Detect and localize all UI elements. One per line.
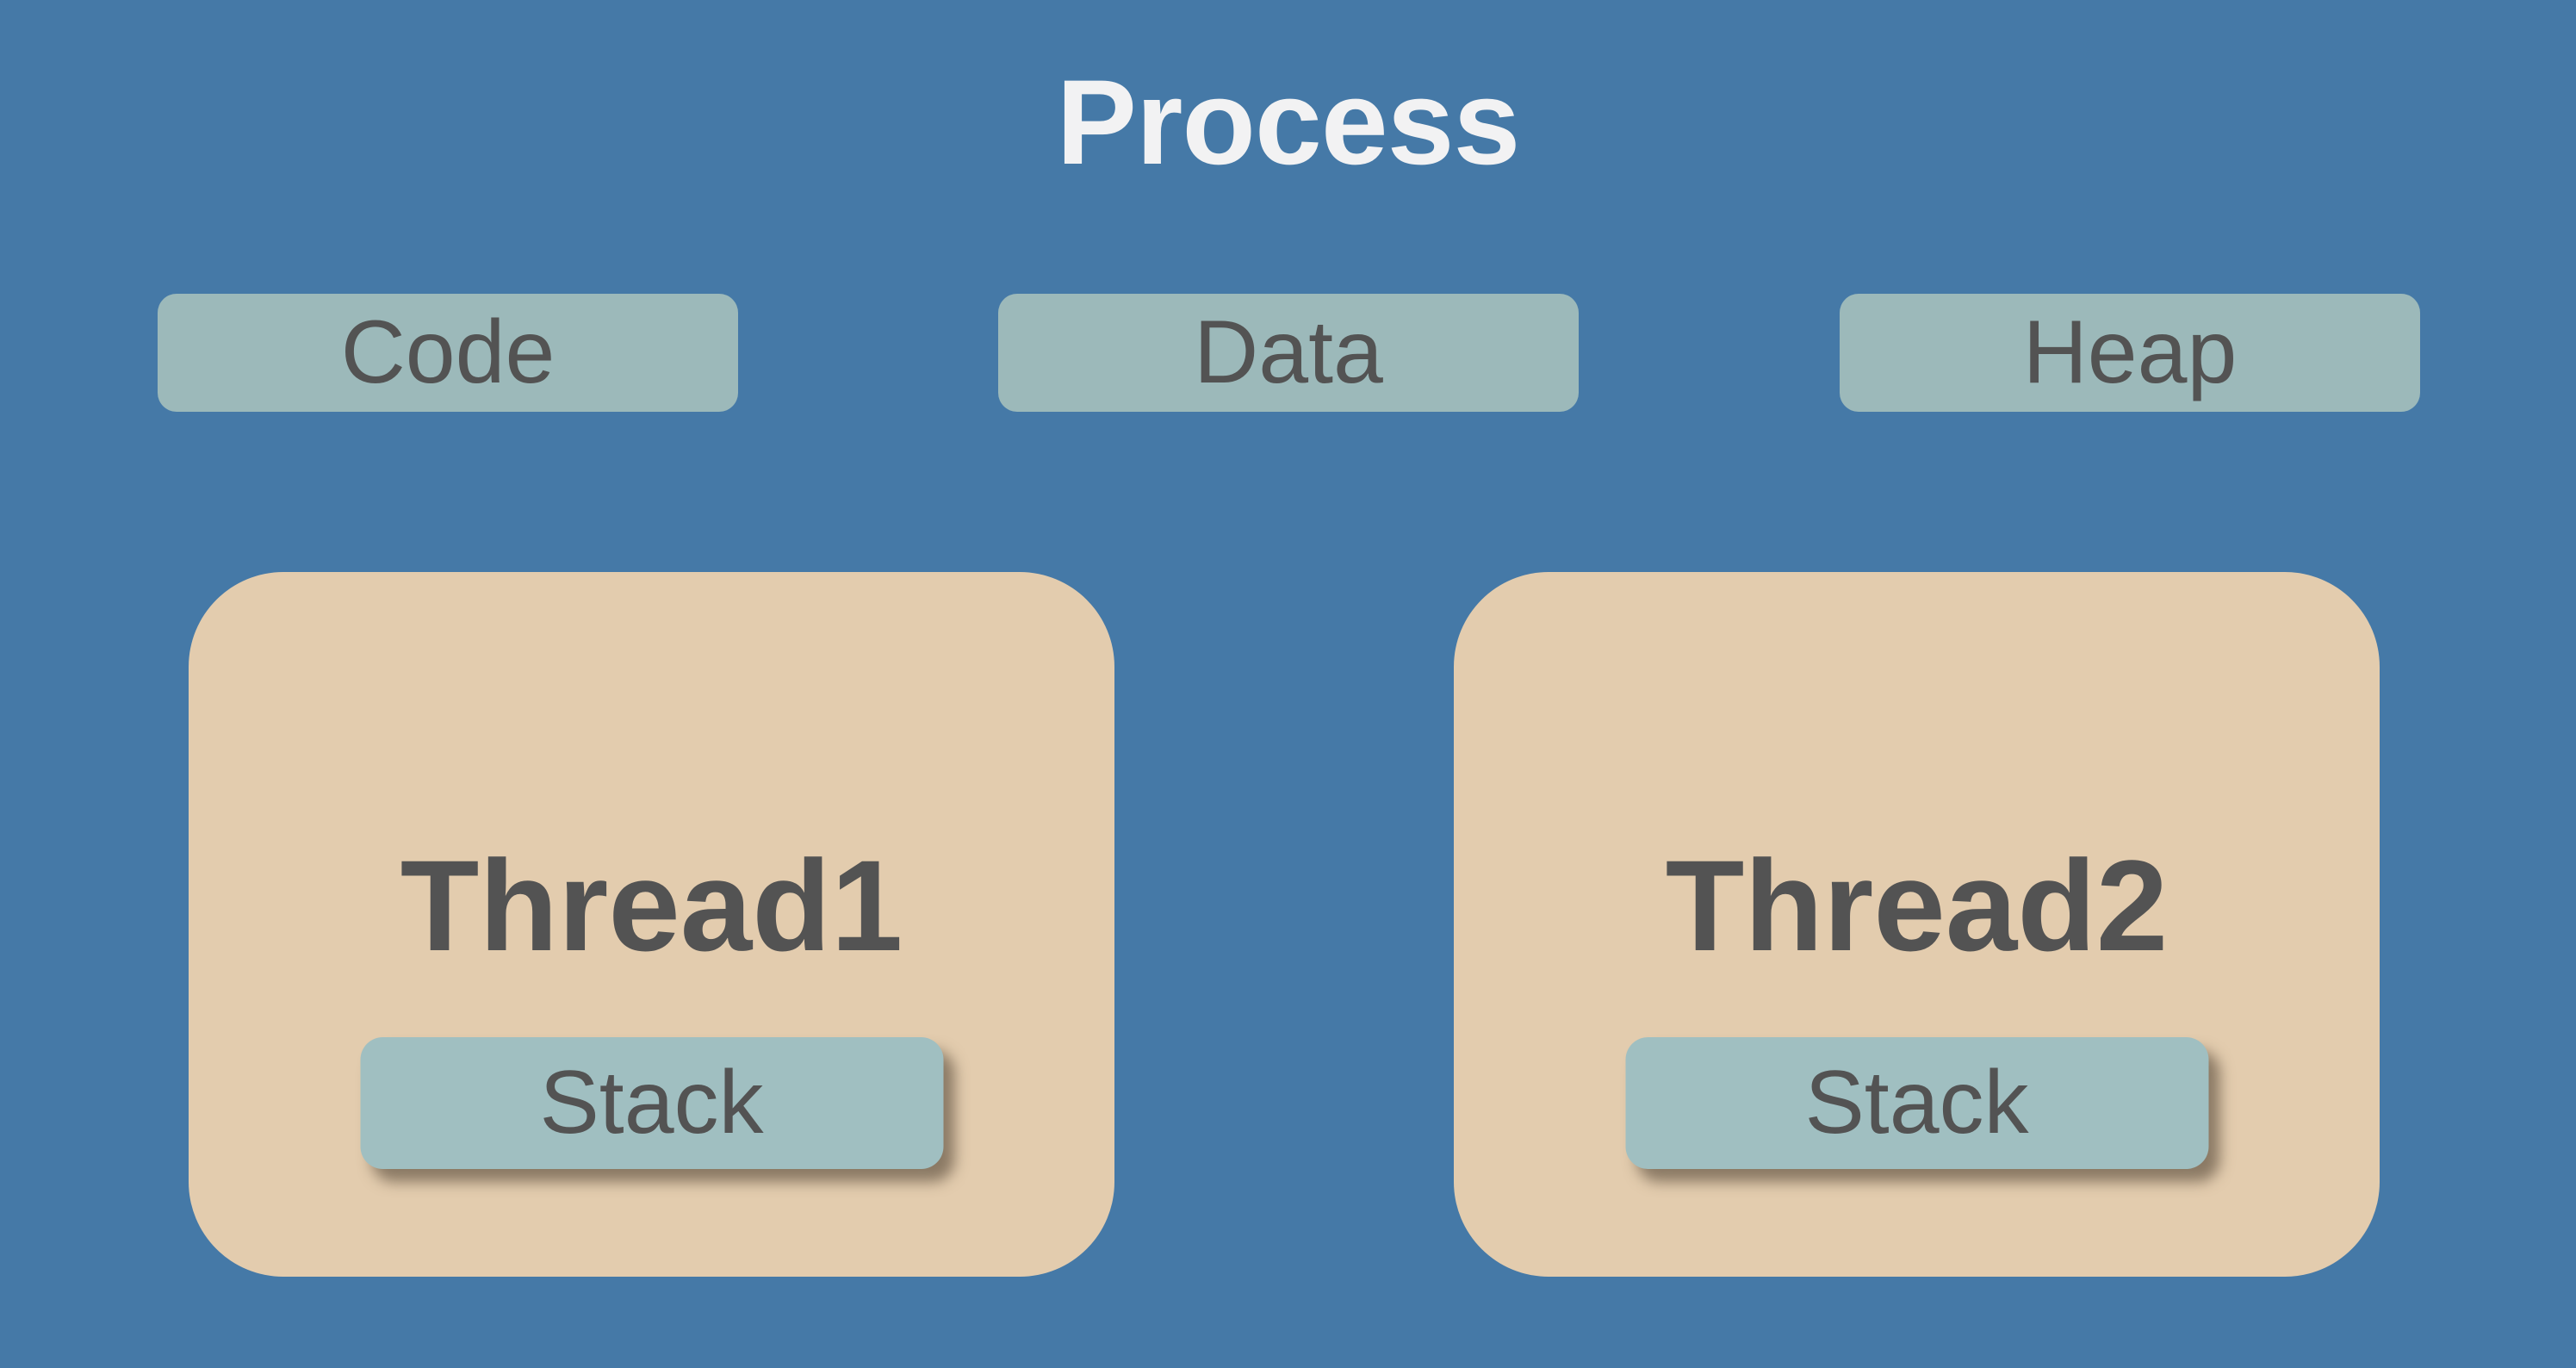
heap-segment-label: Heap [2022,302,2238,402]
thread2-stack-label: Stack [1804,1053,2029,1153]
code-segment-label: Code [340,302,556,402]
thread2-label: Thread2 [1665,833,2169,978]
thread2-box: Thread2 Stack [1454,572,2380,1277]
thread2-stack-box: Stack [1625,1037,2208,1169]
thread1-label: Thread1 [400,833,903,978]
thread1-box: Thread1 Stack [189,572,1114,1277]
data-segment-label: Data [1194,302,1383,402]
process-title: Process [1056,54,1521,190]
thread1-stack-label: Stack [539,1053,764,1153]
heap-segment-box: Heap [1840,294,2420,412]
thread1-stack-box: Stack [360,1037,943,1169]
code-segment-box: Code [158,294,738,412]
data-segment-box: Data [998,294,1579,412]
